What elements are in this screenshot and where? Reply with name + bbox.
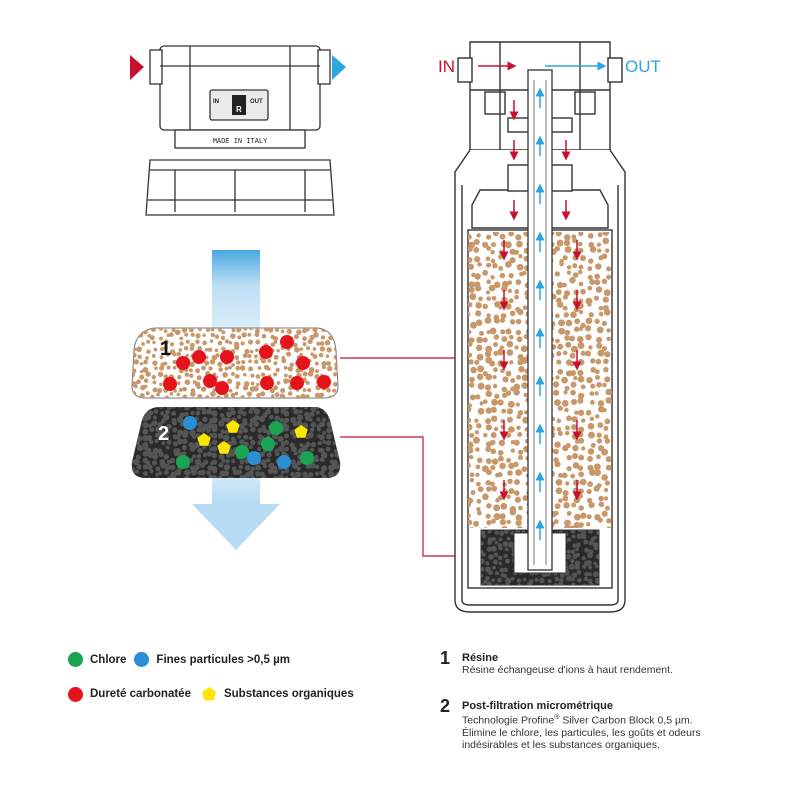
particles-granule — [247, 451, 261, 465]
organics-pentagon — [217, 441, 231, 454]
resin-layer — [131, 327, 339, 399]
chlorine-granule — [176, 455, 190, 469]
note-post-filtration: 2 Post-filtration micrométrique Technolo… — [440, 696, 760, 751]
note-2-line-1: Technologie Profine® Silver Carbon Block… — [462, 712, 760, 727]
water-flow-arrow-icon — [192, 250, 280, 550]
legend-row-1: Chlore Fines particules >0,5 µm — [68, 652, 290, 667]
filter-head-illustration — [130, 45, 346, 216]
chlorine-dot-icon — [68, 652, 83, 667]
hardness-granule — [203, 374, 217, 388]
chlorine-granule — [261, 437, 275, 451]
legend-particles: Fines particules >0,5 µm — [156, 653, 290, 666]
hardness-granule — [317, 375, 331, 389]
hardness-granule — [176, 356, 190, 370]
note-1-text: Résine échangeuse d'ions à haut rendemen… — [462, 664, 673, 676]
hardness-dot-icon — [68, 686, 83, 702]
note-2-spec: Silver Carbon Block 0,5 µm. — [559, 714, 693, 727]
carbon-block — [480, 529, 600, 586]
hardness-granule — [260, 376, 274, 390]
badge-out-label: OUT — [250, 99, 263, 105]
note-2-line-3: indésirables et les substances organique… — [462, 738, 660, 751]
organics-pentagon — [197, 433, 211, 446]
made-in-label: MADE IN ITALY — [213, 138, 268, 146]
hardness-granule — [192, 350, 206, 364]
legend-organics: Substances organiques — [223, 688, 354, 700]
organics-pentagon-icon — [201, 687, 216, 701]
outlet-arrow-icon — [332, 55, 346, 80]
layer-2-label: 2 — [158, 423, 169, 445]
organics-pentagon — [294, 425, 308, 438]
note-2-reg: ® — [554, 714, 560, 721]
hardness-granule — [259, 345, 273, 359]
chlorine-granule — [235, 445, 249, 459]
organics-pentagon — [226, 420, 240, 433]
badge-in-label: IN — [213, 99, 219, 105]
legend-row-2: Dureté carbonatée Substances organiques — [68, 686, 354, 702]
hardness-granule — [290, 376, 304, 390]
chlorine-granule — [300, 451, 314, 465]
hardness-granule — [220, 350, 234, 364]
particles-granule — [183, 416, 197, 430]
note-2-tech: Technologie Profine — [462, 714, 555, 727]
in-label: IN — [438, 57, 455, 76]
chlorine-granule — [269, 421, 283, 435]
note-2-line-2: Élimine le chlore, les particules, les g… — [462, 726, 701, 739]
legend-hardness: Dureté carbonatée — [90, 688, 191, 700]
badge-logo: R — [236, 105, 242, 114]
particles-dot-icon — [134, 652, 150, 667]
layer-1-label: 1 — [160, 338, 171, 360]
out-label: OUT — [625, 57, 661, 76]
hardness-granule — [215, 381, 229, 395]
particles-granule — [277, 455, 291, 469]
legend-chlorine: Chlore — [90, 653, 127, 666]
note-1-number: 1 — [440, 648, 451, 668]
note-2-title: Post-filtration micrométrique — [462, 700, 613, 712]
hardness-granule — [163, 377, 177, 391]
hardness-granule — [296, 356, 310, 370]
note-1-title: Résine — [462, 652, 499, 664]
note-resin: 1 Résine Résine échangeuse d'ions à haut… — [440, 648, 760, 676]
inlet-arrow-icon — [130, 55, 144, 80]
hardness-granule — [280, 335, 294, 349]
note-2-number: 2 — [440, 696, 451, 716]
